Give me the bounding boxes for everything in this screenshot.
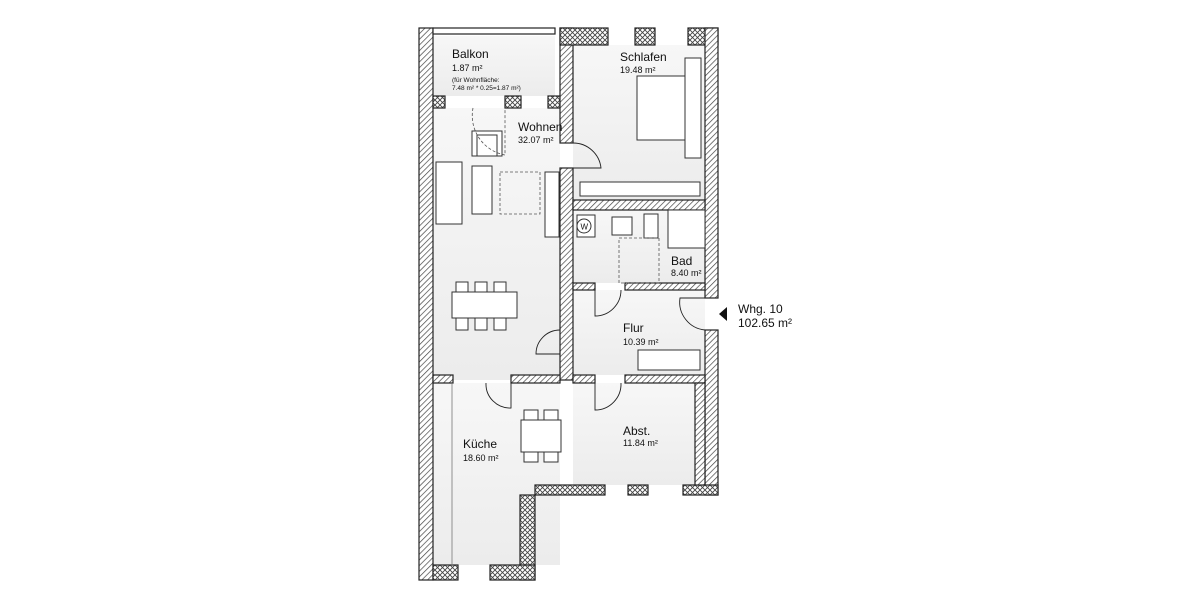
room-abst: Abst. 11.84 m² <box>623 424 658 448</box>
room-kueche: Küche 18.60 m² <box>463 437 499 463</box>
room-name: Wohnen <box>518 120 562 134</box>
room-name: Bad <box>671 254 692 268</box>
room-name: Abst. <box>623 424 650 438</box>
room-name: Flur <box>623 321 644 335</box>
furniture <box>435 57 706 565</box>
room-schlafen: Schlafen 19.48 m² <box>620 50 667 75</box>
room-flur: Flur 10.39 m² <box>623 321 659 347</box>
washer-symbol: W <box>581 223 589 232</box>
room-area: 1.87 m² <box>452 63 483 73</box>
room-area: 18.60 m² <box>463 453 499 463</box>
room-name: Schlafen <box>620 50 667 64</box>
room-name: Küche <box>463 437 497 451</box>
room-area: 32.07 m² <box>518 135 554 145</box>
room-wohnen: Wohnen 32.07 m² <box>518 120 562 145</box>
entrance-arrow-icon <box>719 307 727 321</box>
doors <box>471 107 706 411</box>
room-note: 7.48 m² * 0.25=1.87 m²) <box>452 85 521 92</box>
room-balkon: Balkon 1.87 m² (für Wohnfläche: 7.48 m² … <box>452 47 521 92</box>
room-area: 10.39 m² <box>623 337 659 347</box>
unit-name: Whg. 10 <box>738 302 783 316</box>
walls <box>418 27 719 581</box>
unit-label: Whg. 10 102.65 m² <box>719 302 792 330</box>
room-bad: Bad 8.40 m² W <box>581 223 702 279</box>
unit-area: 102.65 m² <box>738 316 792 330</box>
room-area: 19.48 m² <box>620 65 656 75</box>
room-area: 11.84 m² <box>623 438 658 448</box>
room-note: (für Wohnfläche: <box>452 77 500 84</box>
room-name: Balkon <box>452 47 489 61</box>
room-area: 8.40 m² <box>671 268 702 278</box>
